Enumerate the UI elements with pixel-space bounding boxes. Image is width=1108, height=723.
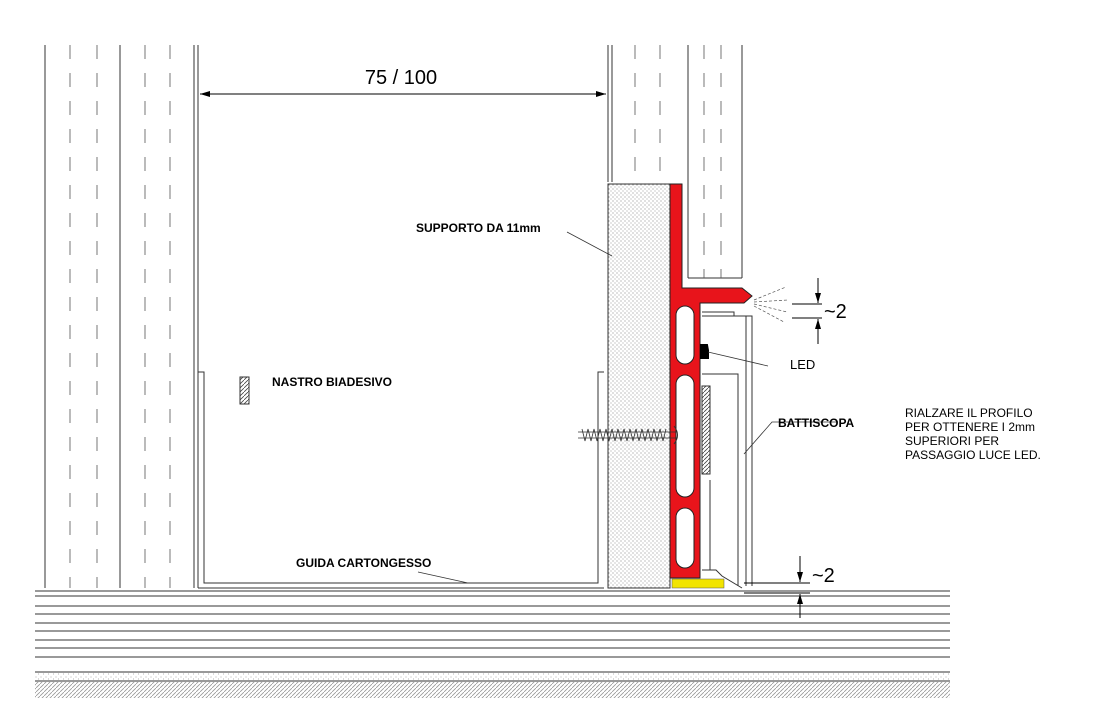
note-block: RIALZARE IL PROFILO PER OTTENERE I 2mm S… (905, 406, 1041, 462)
light-rays (753, 286, 789, 323)
wall-gap-dimension: 75 / 100 (200, 67, 606, 97)
floor-spacer (671, 578, 725, 589)
leaders (417, 231, 838, 584)
right-wall (611, 45, 743, 279)
floor-gap-label: ~2 (812, 565, 835, 587)
led-chip (700, 344, 709, 359)
note-line: SUPERIORI PER (905, 434, 999, 448)
skirting-board (701, 311, 753, 589)
note-line: RIALZARE IL PROFILO (905, 406, 1033, 420)
floor-gap-dimension: ~2 (744, 556, 835, 618)
led-profile (669, 183, 753, 579)
light-gap-label: ~2 (824, 301, 847, 323)
skirting-label: BATTISCOPA (778, 416, 855, 430)
support-label: SUPPORTO DA 11mm (416, 221, 541, 235)
track-label: GUIDA CARTONGESSO (296, 556, 431, 570)
note-line: PER OTTENERE I 2mm (905, 420, 1035, 434)
tape-label: NASTRO BIADESIVO (272, 375, 392, 389)
led-label: LED (790, 357, 815, 372)
floor (35, 590, 950, 698)
note-line: PASSAGGIO LUCE LED. (905, 448, 1041, 462)
tape-symbol (239, 376, 250, 405)
drywall-track (197, 45, 609, 589)
left-wall (44, 45, 195, 588)
wall-gap-label: 75 / 100 (365, 67, 437, 89)
support-board (607, 183, 671, 589)
screw-icon (578, 425, 678, 445)
light-gap-dimension: ~2 (792, 278, 847, 344)
